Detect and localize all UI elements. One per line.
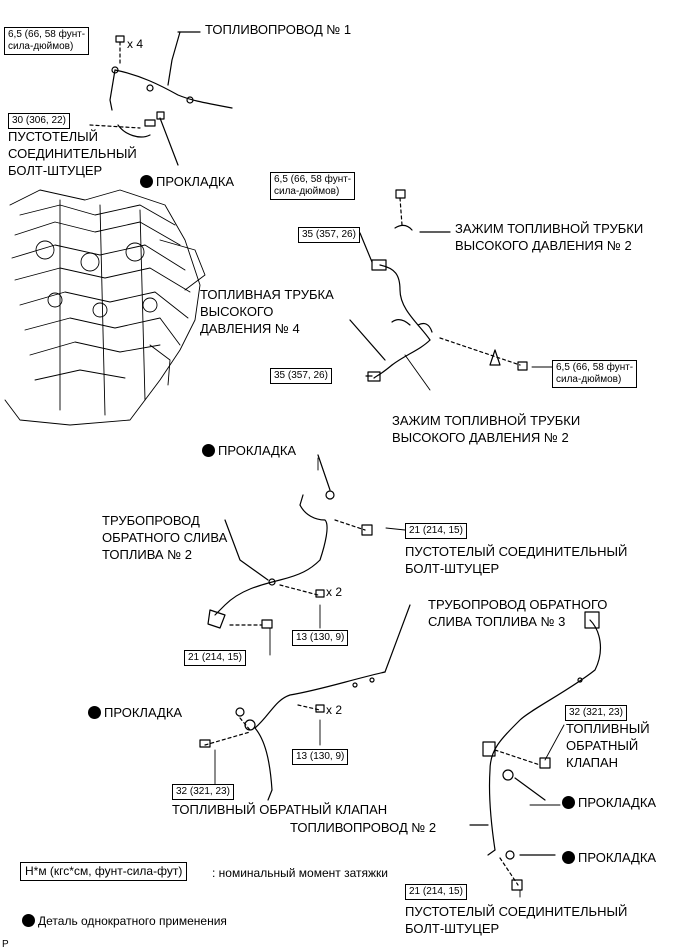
label-hollow-bolt-3: ПУСТОТЕЛЫЙ СОЕДИНИТЕЛЬНЫЙ БОЛТ-ШТУЦЕР — [405, 904, 628, 936]
corner-letter: P — [2, 939, 9, 950]
label-clamp-2-top: ЗАЖИМ ТОПЛИВНОЙ ТРУБКИ ВЫСОКОГО ДАВЛЕНИЯ… — [455, 221, 644, 253]
label-clamp-2-bottom: ЗАЖИМ ТОПЛИВНОЙ ТРУБКИ ВЫСОКОГО ДАВЛЕНИЯ… — [392, 413, 581, 445]
single-use-dot-icon — [562, 796, 575, 809]
label-hollow-bolt-1: ПУСТОТЕЛЫЙ СОЕДИНИТЕЛЬНЫЙ БОЛТ-ШТУЦЕР — [8, 129, 137, 178]
qty-x2-b: x 2 — [326, 703, 343, 717]
torque-box-65-mid: 6,5 (66, 58 фунт- сила-дюймов) — [270, 172, 356, 200]
label-gasket-3: ПРОКЛАДКА — [88, 705, 182, 721]
torque-box-35-top: 35 (357, 26) — [298, 227, 360, 243]
torque-box-13-b: 13 (130, 9) — [292, 749, 349, 765]
gasket-5-text: ПРОКЛАДКА — [578, 850, 657, 865]
gasket-1-text: ПРОКЛАДКА — [156, 174, 235, 189]
label-gasket-2: ПРОКЛАДКА — [202, 443, 296, 459]
label-gasket-1: ПРОКЛАДКА — [140, 174, 234, 190]
label-hollow-bolt-2: ПУСТОТЕЛЫЙ СОЕДИНИТЕЛЬНЫЙ БОЛТ-ШТУЦЕР — [405, 544, 628, 576]
torque-box-65-right: 6,5 (66, 58 фунт- сила-дюймов) — [552, 360, 638, 388]
gasket-2-text: ПРОКЛАДКА — [218, 443, 297, 458]
label-return-valve-bottom: ТОПЛИВНЫЙ ОБРАТНЫЙ КЛАПАН — [172, 802, 388, 817]
label-fuel-pipe-1: ТОПЛИВОПРОВОД № 1 — [205, 22, 352, 37]
torque-box-top-left: 6,5 (66, 58 фунт- сила-дюймов) — [4, 27, 90, 55]
torque-box-21-c: 21 (214, 15) — [405, 884, 467, 900]
label-fuel-pipe-2: ТОПЛИВОПРОВОД № 2 — [290, 820, 437, 835]
gasket-4-text: ПРОКЛАДКА — [578, 795, 657, 810]
fuel-pipe-2 — [469, 611, 602, 891]
torque-box-13-a: 13 (130, 9) — [292, 630, 349, 646]
torque-box-32-right: 32 (321, 23) — [565, 705, 627, 721]
fuel-pipe-1 — [89, 31, 233, 166]
hp-tube-4 — [349, 189, 528, 382]
label-hp-tube-4: ТОПЛИВНАЯ ТРУБКА ВЫСОКОГО ДАВЛЕНИЯ № 4 — [200, 287, 334, 336]
return-pipe-2 — [207, 454, 373, 629]
label-gasket-4: ПРОКЛАДКА — [562, 795, 656, 811]
torque-box-21-a: 21 (214, 15) — [405, 523, 467, 539]
torque-box-21-b: 21 (214, 15) — [184, 650, 246, 666]
qty-x2-a: x 2 — [326, 585, 343, 599]
label-return-pipe-2: ТРУБОПРОВОД ОБРАТНОГО СЛИВА ТОПЛИВА № 2 — [102, 513, 228, 562]
qty-x4: x 4 — [127, 37, 144, 51]
torque-box-32-bottom: 32 (321, 23) — [172, 784, 234, 800]
single-use-dot-icon — [22, 914, 35, 927]
single-use-dot-icon — [202, 444, 215, 457]
gasket-3-text: ПРОКЛАДКА — [104, 705, 183, 720]
single-use-dot-icon — [562, 851, 575, 864]
single-use-dot-icon — [140, 175, 153, 188]
torque-box-35-bottom: 35 (357, 26) — [270, 368, 332, 384]
legend-torque-desc: : номинальный момент затяжки — [212, 866, 388, 880]
legend-single-use: Деталь однократного применения — [22, 913, 227, 929]
label-return-valve-right: ТОПЛИВНЫЙ ОБРАТНЫЙ КЛАПАН — [566, 721, 650, 770]
label-return-pipe-3: ТРУБОПРОВОД ОБРАТНОГО СЛИВА ТОПЛИВА № 3 — [428, 597, 608, 629]
legend-torque-unit-box: Н*м (кгс*см, фунт-сила-фут) — [20, 862, 188, 881]
single-use-dot-icon — [88, 706, 101, 719]
label-gasket-5: ПРОКЛАДКА — [562, 850, 656, 866]
torque-box-30: 30 (306, 22) — [8, 113, 70, 129]
legend-single-use-text: Деталь однократного применения — [38, 914, 227, 928]
return-pipe-3 — [199, 604, 411, 801]
engine-block-illustration — [4, 189, 206, 426]
leader-lines — [214, 354, 565, 898]
